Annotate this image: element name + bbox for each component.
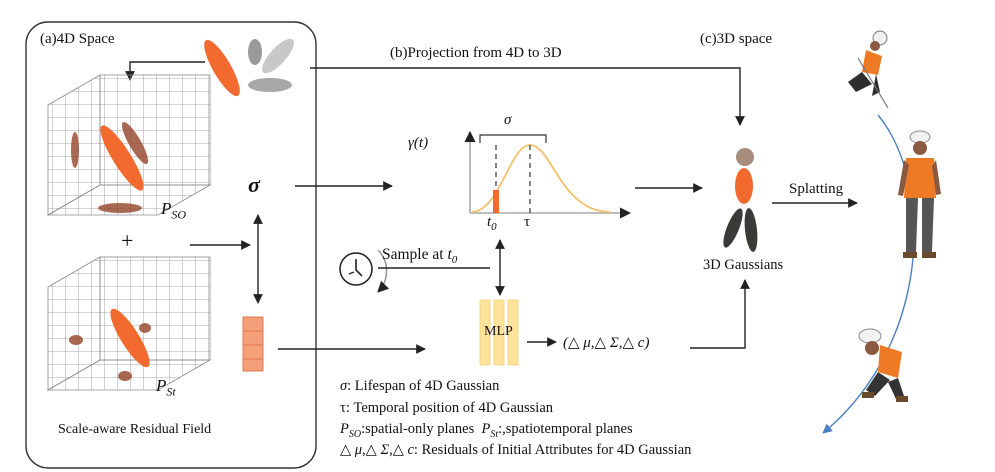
sample-label: Sample at t0 (382, 246, 458, 267)
splatting-label: Splatting (789, 181, 844, 197)
legend-item-planes: PSO:spatial-only planes PSt:,spatiotempo… (340, 421, 633, 440)
space3d-title: (c)3D space (700, 31, 773, 47)
plus-symbol: + (121, 228, 134, 253)
gaussian-4d-ellipses (204, 38, 294, 97)
gaussians-3d-figure (723, 148, 758, 252)
residual-field-label: Scale-aware Residual Field (58, 422, 212, 437)
lifespan-plot (464, 130, 632, 219)
motion-arc (822, 114, 915, 434)
worker-figure-icon (848, 30, 889, 109)
clock-icon (339, 249, 390, 293)
gaussians3d-label: 3D Gaussians (703, 257, 784, 273)
sigma-bracket-label: σ (504, 112, 512, 128)
tau-tick-label: τ (524, 214, 531, 230)
mlp-block (479, 299, 519, 366)
residuals-label: (△ μ,△ Σ,△ c) (563, 335, 650, 351)
worker-figure-icon (858, 328, 908, 402)
t0-tick-label: t0 (487, 214, 497, 233)
p-st-grid (46, 256, 212, 391)
legend-item-sigma: σ: Lifespan of 4D Gaussian (340, 378, 500, 394)
sigma-symbol: σ (248, 172, 260, 197)
space4d-title: (a)4D Space (40, 31, 115, 47)
gamma-axis-label: γ(t) (408, 135, 429, 151)
p-so-grid (46, 74, 212, 216)
legend-item-residuals: △ μ,△ Σ,△ c: Residuals of Initial Attrib… (340, 442, 692, 458)
worker-figure-icon (898, 130, 941, 258)
arrow-to-grid (125, 61, 205, 81)
arrow-residuals-to-3d (690, 279, 750, 349)
projection-title: (b)Projection from 4D to 3D (390, 45, 562, 61)
p-so-label: PSO (161, 199, 187, 222)
space4d-panel (25, 21, 317, 469)
arrow-projection (310, 67, 745, 126)
residual-feature-bar (242, 316, 264, 372)
mlp-label: MLP (484, 324, 513, 339)
legend-item-tau: τ: Temporal position of 4D Gaussian (340, 400, 554, 416)
p-st-label: PSt (156, 376, 176, 399)
